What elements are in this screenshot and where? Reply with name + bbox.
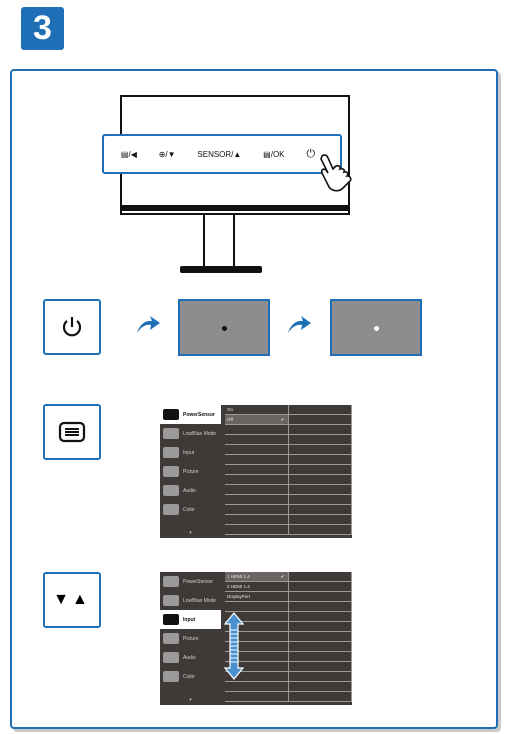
check-icon: ✔ [280,417,285,422]
osd-options: On Off✔ [225,405,352,538]
eye-icon [163,409,179,420]
monitor-icon [163,614,179,625]
osd-options: 1 HDMI 1.4✔ 2 HDMI 1.4 DisplayPort [225,572,352,705]
osd-more: ▾ [189,697,192,703]
osd-item[interactable]: Input [160,443,221,462]
osd-item[interactable]: PowerSensor [160,572,221,591]
menu-key[interactable] [43,404,101,460]
osd-item[interactable]: Color [160,667,221,686]
check-icon: ✔ [280,574,285,579]
sensor-up-button[interactable]: SENSOR/▲ [197,149,242,159]
scroll-updown-arrow-icon [224,612,244,680]
picture-icon [163,633,179,644]
power-icon [62,317,82,337]
monitor-stand-neck [203,213,235,273]
eye-icon [163,595,179,606]
arrow-keys[interactable]: ▼▲ [43,572,101,628]
osd-item[interactable]: Color [160,500,221,519]
osd-menu-input: PowerSensor LowBlue Mode Input Picture A… [160,572,352,705]
monitor-icon [163,447,179,458]
led-dot [222,325,227,331]
arrow-icon [288,316,311,333]
osd-more: ▾ [189,530,192,536]
screen-led-white [178,299,270,356]
monitor-bezel [120,205,350,211]
arrow-icon [137,316,160,333]
eye-icon [163,576,179,587]
power-key[interactable] [43,299,101,355]
menu-icon [58,421,86,443]
input-down-button[interactable]: ⊕/▼ [158,149,176,159]
osd-option[interactable]: On [225,405,289,414]
monitor-stand-base [180,266,262,273]
pointing-hand-icon [320,154,352,192]
osd-item[interactable]: Picture [160,462,221,481]
bezel-buttons [282,207,312,220]
step-badge: 3 [21,7,64,50]
osd-option[interactable]: Off✔ [225,415,289,424]
led-dot [374,325,379,331]
osd-item[interactable]: Input [160,610,221,629]
color-icon [163,671,179,682]
osd-item[interactable]: PowerSensor [160,405,221,424]
button-strip: ▤/◀ ⊕/▼ SENSOR/▲ ▤/OK ⏻ [102,134,342,174]
osd-option[interactable]: 1 HDMI 1.4✔ [225,572,289,581]
color-icon [163,504,179,515]
osd-item[interactable]: LowBlue Mode [160,591,221,610]
osd-item[interactable]: LowBlue Mode [160,424,221,443]
osd-item[interactable]: Picture [160,629,221,648]
osd-option[interactable]: DisplayPort [225,592,289,601]
speaker-icon [163,485,179,496]
picture-icon [163,466,179,477]
menu-ok-button[interactable]: ▤/OK [263,149,285,159]
power-button[interactable]: ⏻ [306,147,316,160]
menu-back-button[interactable]: ▤/◀ [120,149,137,159]
osd-item[interactable]: Audio [160,481,221,500]
osd-menu: PowerSensor LowBlue Mode Input Picture A… [160,405,352,538]
eye-icon [163,428,179,439]
osd-item[interactable]: Audio [160,648,221,667]
speaker-icon [163,652,179,663]
screen-led-off [330,299,422,356]
osd-option[interactable]: 2 HDMI 1.4 [225,582,289,591]
